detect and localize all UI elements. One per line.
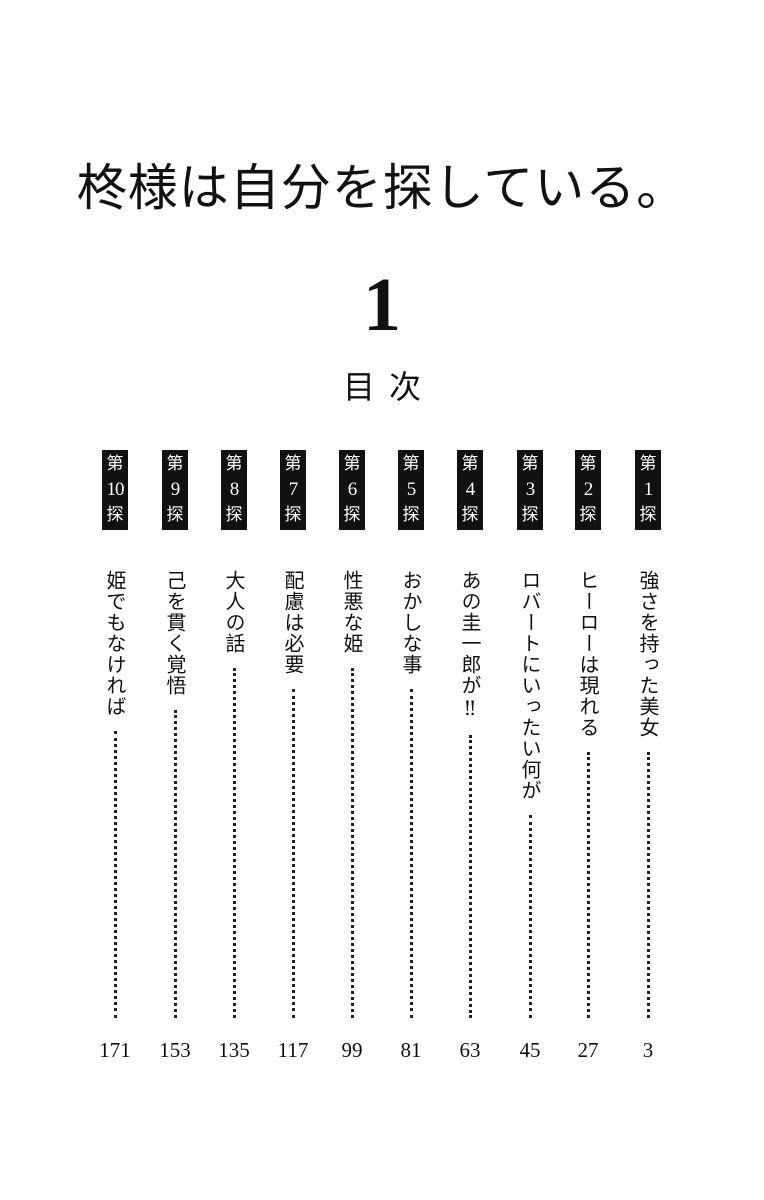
chapter-title: 己を貫く覚悟	[163, 570, 187, 696]
chapter-prefix: 第	[284, 453, 302, 474]
chapter-suffix: 探	[343, 505, 361, 526]
chapter-suffix: 探	[639, 505, 657, 526]
chapter-body: あの圭一郎が‼	[458, 570, 482, 1018]
chapter-page-number: 27	[577, 1038, 599, 1062]
dot-leader	[173, 710, 177, 1018]
chapter-page-number: 171	[99, 1038, 131, 1062]
chapter-suffix: 探	[106, 505, 124, 526]
chapter-page-number: 117	[277, 1038, 309, 1062]
chapter-title: ロバートにいったい何が	[518, 570, 542, 801]
chapter-body: 強さを持った美女	[636, 570, 660, 1018]
dot-leader	[586, 752, 590, 1018]
toc-heading: 目次	[342, 368, 435, 406]
chapter-title: おかしな事	[399, 570, 423, 675]
dot-leader	[528, 815, 532, 1018]
chapter-prefix: 第	[343, 453, 361, 474]
chapter-body: 大人の話	[222, 570, 246, 1018]
chapter-suffix: 探	[402, 505, 420, 526]
book-title: 柊様は自分を探している。	[76, 159, 688, 217]
chapter-badge: 第 4 探	[457, 450, 483, 530]
chapter-badge: 第 9 探	[162, 450, 188, 530]
chapter-number: 6	[347, 479, 357, 501]
chapter-title: ヒーローは現れる	[576, 570, 600, 738]
chapter-body: 配慮は必要	[281, 570, 305, 1018]
chapter-title: 性悪な姫	[340, 570, 364, 654]
chapter-badge: 第 6 探	[339, 450, 365, 530]
chapter-number: 10	[106, 479, 125, 501]
chapter-title: あの圭一郎が‼	[458, 570, 482, 721]
chapter-number: 5	[406, 479, 416, 501]
chapter-badge: 第 2 探	[575, 450, 601, 530]
chapter-entry[interactable]: 第 10 探 姫でもなければ 171	[95, 450, 135, 1063]
chapter-badge: 第 7 探	[280, 450, 306, 530]
chapter-entry[interactable]: 第 9 探 己を貫く覚悟 153	[155, 450, 195, 1063]
chapter-badge: 第 8 探	[221, 450, 247, 530]
chapter-page-number: 3	[642, 1038, 654, 1062]
volume-number: 1	[363, 263, 401, 347]
dot-leader	[113, 731, 117, 1018]
chapter-number: 4	[465, 479, 475, 501]
chapter-entry[interactable]: 第 6 探 性悪な姫 99	[332, 450, 372, 1063]
chapter-entry[interactable]: 第 5 探 おかしな事 81	[391, 450, 431, 1063]
dot-leader	[291, 689, 295, 1018]
chapter-body: ヒーローは現れる	[576, 570, 600, 1018]
chapter-body: 性悪な姫	[340, 570, 364, 1018]
chapter-suffix: 探	[166, 505, 184, 526]
chapter-entry[interactable]: 第 4 探 あの圭一郎が‼ 63	[450, 450, 490, 1063]
dot-leader	[232, 668, 236, 1018]
chapter-prefix: 第	[166, 453, 184, 474]
chapter-entry[interactable]: 第 3 探 ロバートにいったい何が 45	[510, 450, 550, 1063]
chapter-number: 3	[525, 479, 535, 501]
dot-leader	[468, 735, 472, 1018]
chapter-entry[interactable]: 第 7 探 配慮は必要 117	[273, 450, 313, 1063]
chapter-prefix: 第	[402, 453, 420, 474]
chapter-prefix: 第	[639, 453, 657, 474]
chapter-title: 姫でもなければ	[103, 570, 127, 717]
chapter-prefix: 第	[579, 453, 597, 474]
chapter-suffix: 探	[284, 505, 302, 526]
chapter-suffix: 探	[579, 505, 597, 526]
chapter-entry[interactable]: 第 8 探 大人の話 135	[214, 450, 254, 1063]
chapter-body: ロバートにいったい何が	[518, 570, 542, 1018]
chapter-number: 7	[288, 479, 298, 501]
chapter-body: 姫でもなければ	[103, 570, 127, 1018]
chapter-suffix: 探	[225, 505, 243, 526]
chapter-prefix: 第	[461, 453, 479, 474]
chapter-prefix: 第	[225, 453, 243, 474]
chapter-title: 大人の話	[222, 570, 246, 654]
chapter-badge: 第 1 探	[635, 450, 661, 530]
chapter-title: 強さを持った美女	[636, 570, 660, 738]
chapter-prefix: 第	[521, 453, 539, 474]
chapter-badge: 第 3 探	[517, 450, 543, 530]
dot-leader	[646, 752, 650, 1018]
chapter-number: 8	[229, 479, 239, 501]
chapter-body: 己を貫く覚悟	[163, 570, 187, 1018]
chapter-entry[interactable]: 第 2 探 ヒーローは現れる 27	[568, 450, 608, 1063]
chapter-suffix: 探	[521, 505, 539, 526]
chapter-number: 1	[643, 479, 653, 501]
chapter-badge: 第 10 探	[102, 450, 128, 530]
chapter-page-number: 135	[218, 1038, 250, 1062]
chapter-number: 2	[583, 479, 593, 501]
chapter-badge: 第 5 探	[398, 450, 424, 530]
chapter-suffix: 探	[461, 505, 479, 526]
chapter-page-number: 153	[159, 1038, 191, 1062]
chapter-entry[interactable]: 第 1 探 強さを持った美女 3	[628, 450, 668, 1063]
chapter-prefix: 第	[106, 453, 124, 474]
chapter-title: 配慮は必要	[281, 570, 305, 675]
chapter-page-number: 99	[341, 1038, 363, 1062]
chapter-page-number: 45	[519, 1038, 541, 1062]
chapter-page-number: 81	[400, 1038, 422, 1062]
chapter-number: 9	[170, 479, 180, 501]
chapter-page-number: 63	[459, 1038, 481, 1062]
dot-leader	[409, 689, 413, 1018]
dot-leader	[350, 668, 354, 1018]
chapter-body: おかしな事	[399, 570, 423, 1018]
